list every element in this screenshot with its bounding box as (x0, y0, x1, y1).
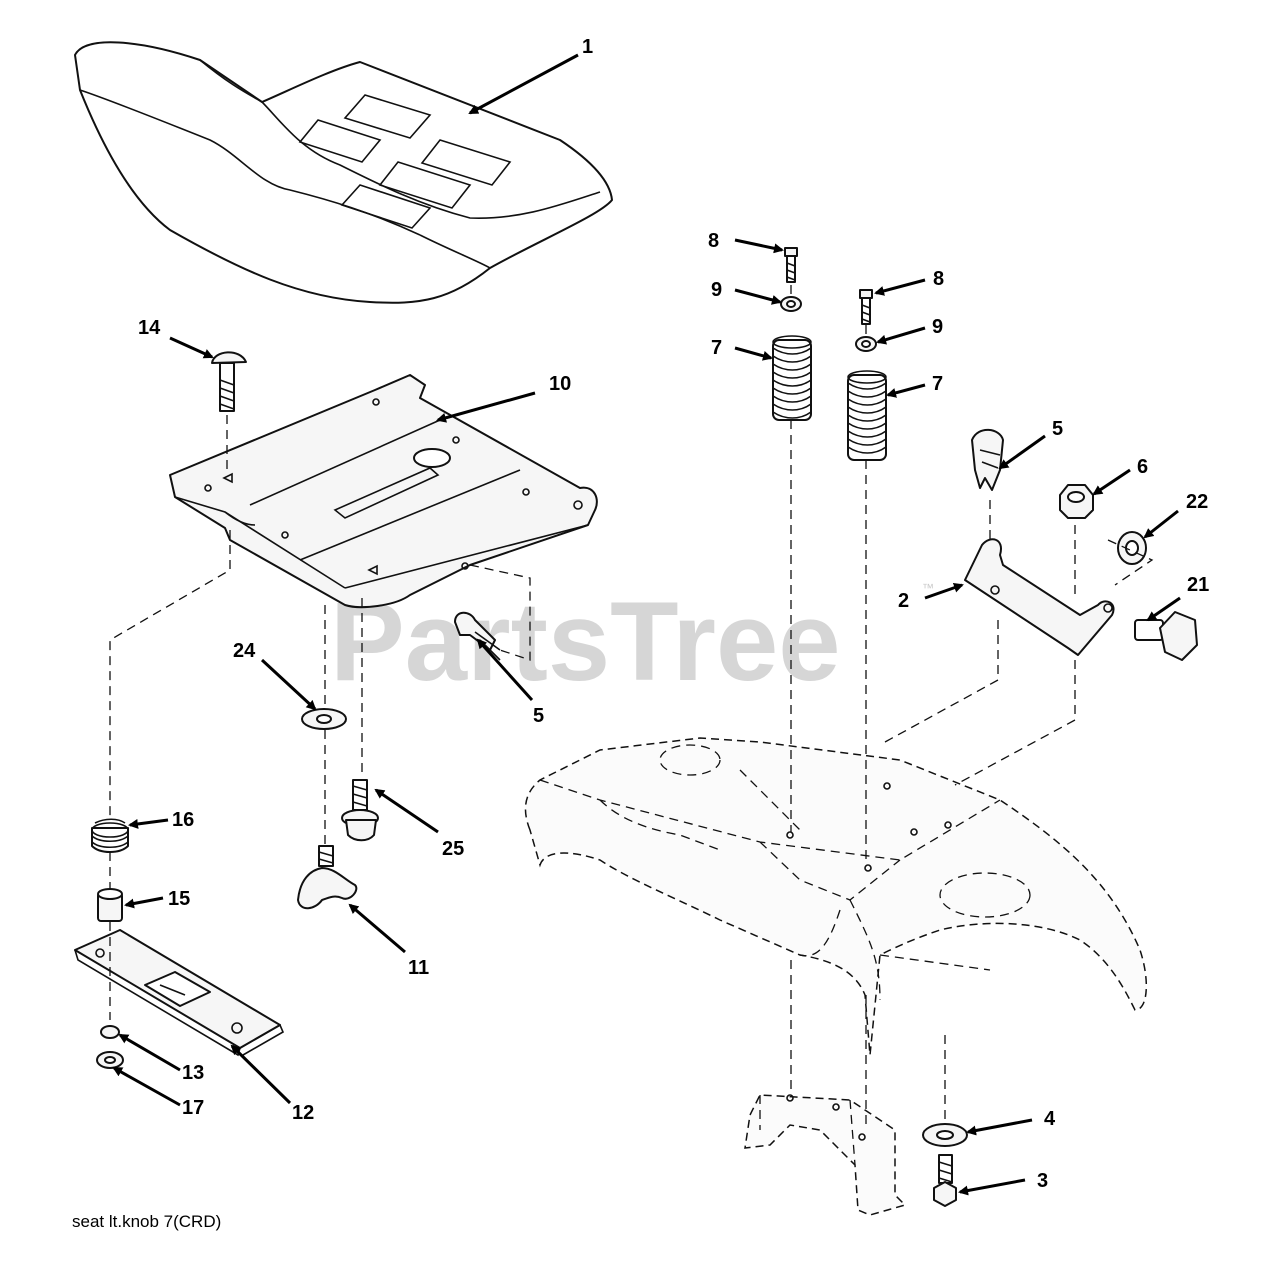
part-seat-pan (169, 374, 598, 609)
callout-13: 13 (182, 1062, 204, 1084)
part-clip-right (971, 428, 1004, 491)
part-washer-4 (922, 1123, 968, 1147)
callout-9-right: 9 (932, 316, 943, 338)
callout-7-left: 7 (711, 337, 722, 359)
callout-2: 2 (898, 590, 909, 612)
right-assembly-lines (790, 285, 1154, 1130)
callout-24: 24 (233, 640, 256, 662)
part-washer-9-left (780, 296, 802, 312)
watermark: PartsTree (330, 579, 841, 704)
diagram-caption: seat lt.knob 7(CRD) (72, 1212, 221, 1231)
callout-6: 6 (1137, 456, 1148, 478)
callout-8-left: 8 (708, 230, 719, 252)
callout-3: 3 (1037, 1170, 1048, 1192)
part-bolt-21 (1134, 611, 1198, 661)
part-washer-24 (301, 708, 347, 730)
callout-14: 14 (138, 317, 161, 339)
callout-16: 16 (172, 809, 194, 831)
callout-8-right: 8 (933, 268, 944, 290)
part-nut-13 (100, 1025, 120, 1039)
callouts: 1 14 10 24 5 16 25 15 11 13 17 12 8 9 7 … (138, 36, 1209, 1192)
part-bolt-3 (933, 1154, 957, 1207)
callout-1: 1 (582, 36, 593, 58)
part-washer-17 (96, 1051, 124, 1069)
part-bracket-2 (964, 538, 1115, 656)
part-fender-frame (524, 737, 1148, 1056)
watermark-trademark: ™ (922, 581, 934, 595)
part-nut-22 (1117, 531, 1147, 565)
callout-5-right: 5 (1052, 418, 1063, 440)
callout-4: 4 (1044, 1108, 1056, 1130)
part-bolt-8-left (784, 247, 798, 283)
part-shoulder-bolt (341, 779, 379, 842)
callout-21: 21 (1187, 574, 1209, 596)
leader-lines (112, 53, 1181, 1196)
callout-9-left: 9 (711, 279, 722, 301)
part-lower-bracket (744, 1094, 907, 1216)
callout-22: 22 (1186, 491, 1208, 513)
callout-7-right: 7 (932, 373, 943, 395)
part-bolt-8-right (859, 289, 873, 325)
callout-12: 12 (292, 1102, 314, 1124)
callout-15: 15 (168, 888, 190, 910)
part-spring-16 (91, 818, 129, 853)
part-bushing-15 (97, 888, 123, 922)
callout-10: 10 (549, 373, 571, 395)
part-knob-11 (297, 845, 358, 910)
part-spring-7-right (847, 370, 887, 461)
callout-25: 25 (442, 838, 464, 860)
part-seat (74, 41, 613, 304)
callout-11: 11 (408, 957, 429, 979)
left-assembly-lines (109, 415, 531, 1020)
part-nut-6 (1059, 484, 1094, 519)
part-spring-7-left (772, 335, 812, 421)
callout-17: 17 (182, 1097, 204, 1119)
part-washer-9-right (855, 336, 877, 352)
part-carriage-bolt (211, 351, 247, 412)
callout-5-left: 5 (533, 705, 544, 727)
